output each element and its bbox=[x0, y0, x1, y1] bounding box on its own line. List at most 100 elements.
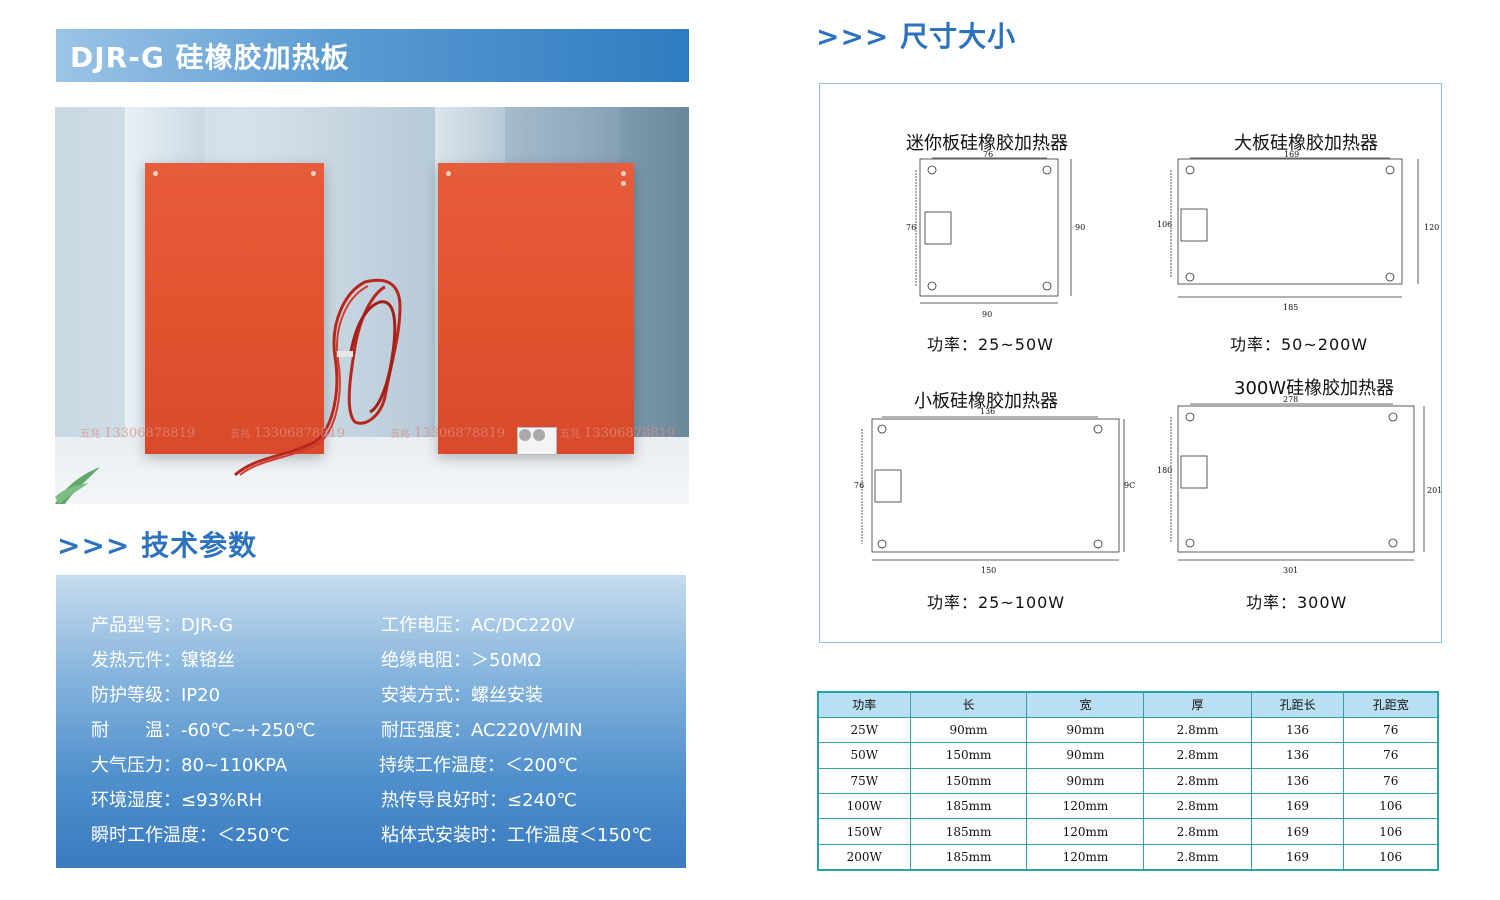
dimension-lines bbox=[861, 157, 1425, 561]
spec-item: 大气压力：80~110KPA bbox=[91, 755, 288, 776]
table-cell: 106 bbox=[1343, 843, 1439, 871]
spec-panel: 产品型号：DJR-G 工作电压：AC/DC220V 发热元件：镍铬丝 绝缘电阻：… bbox=[56, 575, 686, 868]
table-cell: 120mm bbox=[1026, 793, 1145, 820]
spec-item: 绝缘电阻：＞50MΩ bbox=[381, 650, 542, 671]
table-cell: 2.8mm bbox=[1143, 818, 1252, 845]
spec-item: 持续工作温度：＜200℃ bbox=[379, 755, 578, 776]
table-cell: 25W bbox=[817, 716, 911, 744]
product-photo: 五兆 13306878819 五兆 13306878819 五兆 1330687… bbox=[55, 107, 689, 504]
dim-label: 120 bbox=[1424, 223, 1440, 232]
diagram-title: 小板硅橡胶加热器 bbox=[914, 391, 1058, 412]
table-cell: 136 bbox=[1250, 767, 1345, 795]
dim-label: 201 bbox=[1427, 486, 1443, 495]
table-cell: 2.8mm bbox=[1143, 793, 1252, 820]
table-cell: 100W bbox=[817, 793, 911, 820]
table-cell: 106 bbox=[1343, 818, 1439, 845]
watermark: 五兆 13306878819 bbox=[390, 426, 506, 441]
table-cell: 136 bbox=[1250, 716, 1345, 744]
table-cell: 150mm bbox=[909, 742, 1028, 769]
table-cell: 185mm bbox=[909, 793, 1028, 820]
table-cell: 185mm bbox=[909, 818, 1028, 845]
diagram-small bbox=[861, 416, 1125, 561]
dim-label: 301 bbox=[1283, 566, 1299, 575]
table-cell: 120mm bbox=[1026, 843, 1145, 871]
diagram-mini bbox=[915, 157, 1072, 304]
table-cell: 75W bbox=[817, 767, 911, 795]
diagram-title: 迷你板硅橡胶加热器 bbox=[906, 133, 1068, 154]
table-cell: 2.8mm bbox=[1143, 767, 1252, 795]
table-cell: 169 bbox=[1250, 793, 1345, 820]
table-cell: 2.8mm bbox=[1143, 843, 1252, 871]
dim-label: 185 bbox=[1283, 303, 1299, 312]
spec-item: 耐 温：-60℃~+250℃ bbox=[91, 720, 316, 741]
table-cell: 169 bbox=[1250, 843, 1345, 871]
tech-params-heading: >>> 技术参数 bbox=[57, 529, 258, 562]
heating-pad-left bbox=[145, 163, 324, 454]
spec-item: 产品型号：DJR-G bbox=[91, 615, 234, 636]
dim-label: 180 bbox=[1157, 466, 1173, 475]
table-cell: 90mm bbox=[1026, 742, 1145, 769]
terminal-block bbox=[517, 427, 557, 455]
power-label: 功率：25~100W bbox=[927, 593, 1066, 612]
diagram-large bbox=[1170, 157, 1419, 298]
table-cell: 185mm bbox=[909, 843, 1028, 871]
table-cell: 2.8mm bbox=[1143, 742, 1252, 769]
table-row: 100W 185mm 120mm 2.8mm 169 106 bbox=[817, 793, 1439, 820]
table-cell: 150mm bbox=[909, 767, 1028, 795]
dim-label: 136 bbox=[980, 407, 996, 416]
watermark: 五兆 13306878819 bbox=[560, 426, 676, 441]
table-cell: 200W bbox=[817, 843, 911, 871]
table-cell: 120mm bbox=[1026, 818, 1145, 845]
dim-label: 76 bbox=[983, 150, 994, 159]
table-cell: 2.8mm bbox=[1143, 716, 1252, 744]
table-row: 50W 150mm 90mm 2.8mm 136 76 bbox=[817, 742, 1439, 769]
plant-leaf-icon bbox=[55, 467, 100, 504]
spec-item: 防护等级：IP20 bbox=[91, 685, 221, 706]
heating-pad-right bbox=[438, 163, 634, 454]
page-title: DJR-G 硅橡胶加热板 bbox=[70, 40, 350, 74]
power-cable bbox=[233, 278, 402, 477]
spec-item: 环境湿度：≤93%RH bbox=[91, 790, 263, 811]
spec-item: 瞬时工作温度：＜250℃ bbox=[91, 825, 290, 846]
size-heading: >>> 尺寸大小 bbox=[816, 20, 1017, 53]
power-label: 功率：25~50W bbox=[927, 335, 1054, 354]
dim-label: 90 bbox=[982, 310, 993, 319]
spec-item: 安装方式：螺丝安装 bbox=[381, 685, 543, 706]
table-cell: 90mm bbox=[909, 716, 1028, 744]
table-row: 150W 185mm 120mm 2.8mm 169 106 bbox=[817, 818, 1439, 845]
watermark: 五兆 13306878819 bbox=[230, 426, 346, 441]
table-cell: 76 bbox=[1343, 742, 1439, 769]
table-header-row: 功率 长 宽 厚 孔距长 孔距宽 bbox=[817, 691, 1439, 718]
dim-label: 90 bbox=[1075, 223, 1086, 232]
table-cell: 169 bbox=[1250, 818, 1345, 845]
table-row: 75W 150mm 90mm 2.8mm 136 76 bbox=[817, 767, 1439, 795]
column-header: 功率 bbox=[817, 691, 911, 718]
dim-label: 76 bbox=[854, 481, 865, 490]
diagram-title: 大板硅橡胶加热器 bbox=[1234, 133, 1378, 154]
column-header: 孔距宽 bbox=[1343, 691, 1439, 718]
table-row: 200W 185mm 120mm 2.8mm 169 106 bbox=[817, 843, 1439, 871]
column-header: 厚 bbox=[1143, 691, 1252, 718]
dim-label: 278 bbox=[1283, 395, 1299, 404]
table-cell: 90mm bbox=[1026, 716, 1145, 744]
spec-item: 工作电压：AC/DC220V bbox=[381, 615, 575, 636]
table-cell: 76 bbox=[1343, 767, 1439, 795]
table-cell: 106 bbox=[1343, 793, 1439, 820]
dimension-drawings: 76 90 76 90 169 120 106 185 136 9C 76 15… bbox=[819, 83, 1442, 643]
dimension-table: 功率 长 宽 厚 孔距长 孔距宽 25W 90mm 90mm 2.8mm 136… bbox=[817, 691, 1439, 871]
dim-label: 150 bbox=[981, 566, 997, 575]
table-cell: 50W bbox=[817, 742, 911, 769]
column-header: 宽 bbox=[1026, 691, 1145, 718]
spec-item: 热传导良好时：≤240℃ bbox=[381, 790, 577, 811]
column-header: 长 bbox=[909, 691, 1028, 718]
dim-label: 169 bbox=[1284, 150, 1300, 159]
table-row: 25W 90mm 90mm 2.8mm 136 76 bbox=[817, 716, 1439, 744]
power-label: 功率：50~200W bbox=[1230, 335, 1369, 354]
diagram-300w bbox=[1170, 403, 1425, 561]
table-cell: 136 bbox=[1250, 742, 1345, 769]
watermark: 五兆 13306878819 bbox=[80, 426, 196, 441]
column-header: 孔距长 bbox=[1250, 691, 1345, 718]
table-cell: 76 bbox=[1343, 716, 1439, 744]
title-banner: DJR-G 硅橡胶加热板 bbox=[56, 29, 689, 82]
table-cell: 90mm bbox=[1026, 767, 1145, 795]
